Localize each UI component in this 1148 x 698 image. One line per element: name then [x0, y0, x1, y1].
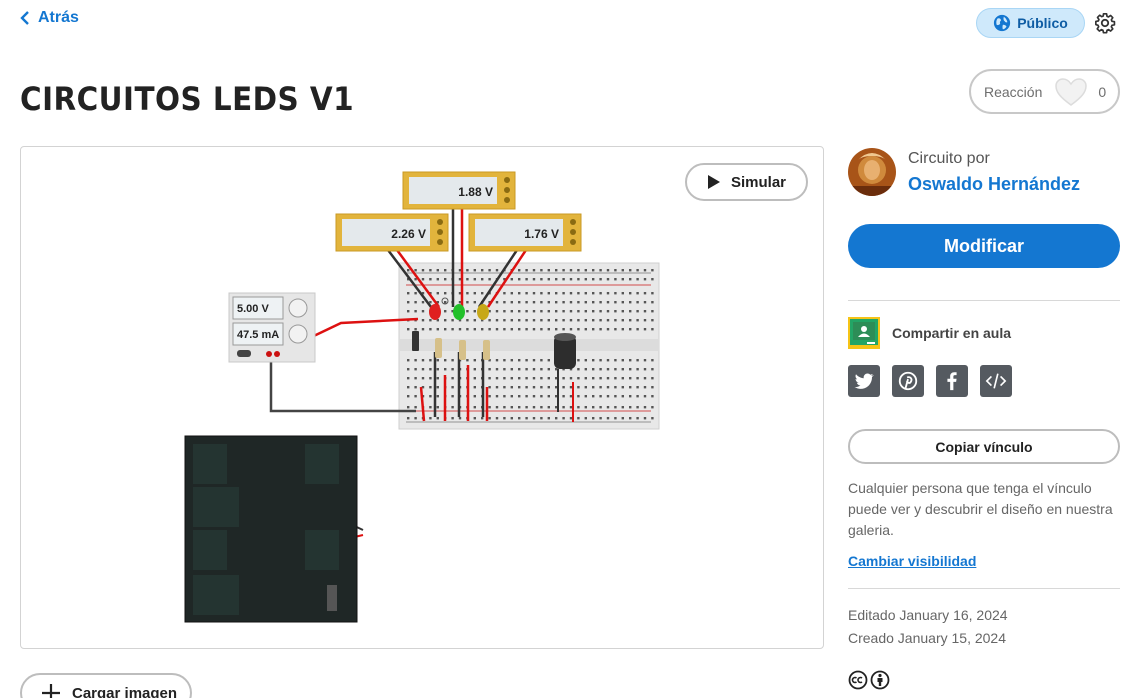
share-facebook-button[interactable]	[936, 365, 968, 397]
share-classroom-label: Compartir en aula	[892, 325, 1012, 341]
reaction-count: 0	[1098, 83, 1107, 100]
embed-code-icon	[985, 373, 1007, 389]
meter-knobs	[437, 177, 576, 245]
edited-date: Editado January 16, 2024	[848, 607, 1008, 623]
globe-icon	[994, 14, 1011, 32]
share-to-classroom[interactable]: Compartir en aula	[848, 317, 1011, 349]
modify-button[interactable]: Modificar	[848, 224, 1120, 268]
attribution-icon	[870, 670, 890, 690]
social-share-row	[848, 365, 1012, 397]
play-icon	[707, 175, 720, 189]
cc-icon	[848, 670, 868, 690]
copy-link-button[interactable]: Copiar vínculo	[848, 429, 1120, 464]
divider	[848, 300, 1120, 301]
page-title: CIRCUITOS LEDS V1	[20, 80, 355, 118]
chevron-left-icon	[20, 11, 29, 25]
capacitor	[554, 333, 576, 369]
power-supply: 5.00 V 47.5 mA	[228, 292, 316, 363]
upload-image-button[interactable]: Cargar imagen	[20, 673, 192, 698]
resistors	[412, 331, 490, 360]
voltmeter-reading: 2.26 V	[391, 227, 426, 241]
back-link[interactable]: Atrás	[20, 9, 79, 27]
simulate-button[interactable]: Simular	[685, 163, 808, 201]
plus-icon	[42, 684, 60, 698]
share-twitter-button[interactable]	[848, 365, 880, 397]
circuit-preview[interactable]: 1.88 V 2.26 V 1.76 V 5.00 V 47.5 mA	[20, 146, 824, 649]
breadboard	[398, 262, 660, 430]
visibility-label: Público	[1017, 15, 1068, 31]
battery-pack	[184, 435, 358, 623]
supply-current: 47.5 mA	[237, 329, 279, 341]
divider	[848, 588, 1120, 589]
gear-icon[interactable]	[1094, 12, 1116, 34]
change-visibility-link[interactable]: Cambiar visibilidad	[848, 553, 977, 569]
visibility-button[interactable]: Público	[976, 8, 1085, 38]
avatar[interactable]	[848, 148, 896, 196]
author-name-link[interactable]: Oswaldo Hernández	[908, 174, 1081, 194]
upload-image-label: Cargar imagen	[72, 684, 178, 698]
heart-icon	[1055, 77, 1088, 106]
voltmeter: 2.26 V	[335, 213, 449, 252]
circuit-diagram: 1.88 V 2.26 V 1.76 V 5.00 V 47.5 mA	[184, 171, 660, 623]
leds	[429, 297, 489, 320]
back-label: Atrás	[38, 9, 79, 26]
reaction-button[interactable]: Reacción 0	[969, 69, 1120, 114]
voltmeter: 1.88 V	[402, 171, 516, 210]
simulate-label: Simular	[730, 173, 787, 191]
license-badge[interactable]	[848, 670, 890, 690]
voltmeter-reading: 1.76 V	[524, 227, 559, 241]
share-embed-button[interactable]	[980, 365, 1012, 397]
facebook-icon	[947, 372, 957, 391]
voltmeter: 1.76 V	[468, 213, 582, 252]
twitter-icon	[854, 373, 874, 389]
google-classroom-icon	[848, 317, 880, 349]
visibility-description: Cualquier persona que tenga el vínculo p…	[848, 480, 1113, 538]
supply-voltage: 5.00 V	[237, 303, 269, 315]
share-pinterest-button[interactable]	[892, 365, 924, 397]
author-prefix: Circuito por	[908, 150, 990, 167]
pinterest-icon	[898, 371, 918, 391]
voltmeter-reading: 1.88 V	[458, 185, 493, 199]
reaction-label: Reacción	[984, 83, 1043, 100]
created-date: Creado January 15, 2024	[848, 630, 1006, 646]
